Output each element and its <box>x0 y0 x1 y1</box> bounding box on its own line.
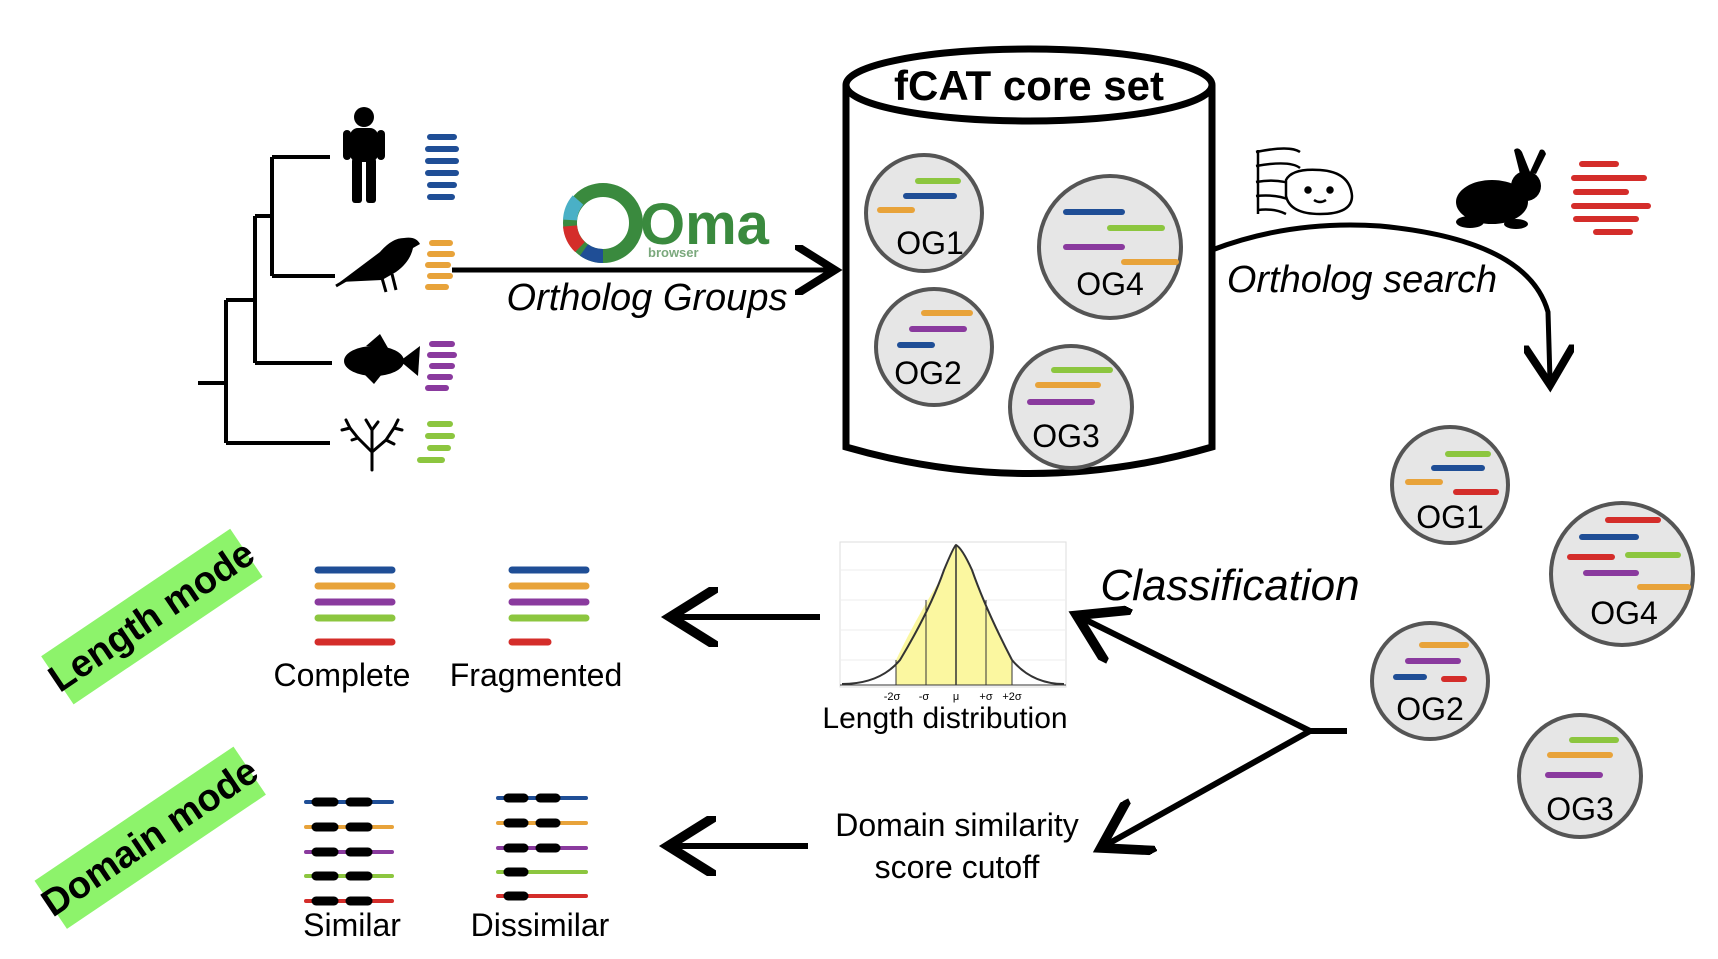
core-og2: OG2 <box>874 287 994 407</box>
fragmented-example <box>508 566 590 646</box>
classification-arrows <box>1082 618 1347 845</box>
fish-icon <box>344 334 420 384</box>
query-og1-label: OG1 <box>1416 499 1484 535</box>
length-mode-badge-text: Length mode <box>41 532 262 700</box>
domain-mode-badge-text: Domain mode <box>34 750 266 925</box>
coral-icon <box>340 418 404 472</box>
core-og3: OG3 <box>1008 344 1134 470</box>
query-og3: OG3 <box>1517 713 1643 839</box>
core-og4: OG4 <box>1037 174 1183 320</box>
tick-plus-sigma: +σ <box>979 691 992 703</box>
tick-minus-sigma: -σ <box>919 691 930 703</box>
rabbit-icon <box>1456 148 1546 229</box>
tick-mu: μ <box>953 691 959 703</box>
query-og1: OG1 <box>1390 425 1510 545</box>
human-icon <box>343 107 385 203</box>
domain-cutoff-label-line1: Domain similarity <box>835 807 1079 843</box>
oma-logo: Oma browser <box>563 183 770 264</box>
tick-plus-2sigma: +2σ <box>1002 691 1022 703</box>
oma-logo-subtext: browser <box>648 245 699 260</box>
tick-minus-2sigma: -2σ <box>884 691 901 703</box>
similar-example <box>304 797 394 906</box>
coral-sequences <box>417 421 455 463</box>
classification-label: Classification <box>1100 561 1359 610</box>
core-og1-label: OG1 <box>896 225 964 261</box>
human-sequences <box>425 134 459 200</box>
core-og3-label: OG3 <box>1032 418 1100 454</box>
query-og4: OG4 <box>1549 501 1695 647</box>
core-set-title: fCAT core set <box>894 62 1164 109</box>
length-mode-badge: Length mode <box>41 528 263 705</box>
ortholog-search-label: Ortholog search <box>1227 259 1497 301</box>
query-sequences <box>1571 161 1651 235</box>
complete-label: Complete <box>274 657 411 693</box>
core-og4-label: OG4 <box>1076 266 1144 302</box>
length-distribution-label: Length distribution <box>822 702 1067 735</box>
fragmented-label: Fragmented <box>450 657 623 693</box>
ortholog-groups-label: Ortholog Groups <box>507 277 788 319</box>
length-distribution-chart: -2σ -σ μ +σ +2σ <box>839 541 1067 703</box>
query-og2-label: OG2 <box>1396 691 1464 727</box>
core-og2-label: OG2 <box>894 355 962 391</box>
query-og3-label: OG3 <box>1546 791 1614 827</box>
oma-logo-text: Oma <box>640 192 770 257</box>
domain-mode-badge: Domain mode <box>34 746 266 929</box>
dissimilar-label: Dissimilar <box>471 907 610 943</box>
bird-sequences <box>425 240 455 290</box>
core-og1: OG1 <box>864 153 984 273</box>
query-og4-label: OG4 <box>1590 595 1658 631</box>
ortholog-search-arrow <box>1211 222 1550 380</box>
query-og2: OG2 <box>1370 621 1490 741</box>
fish-sequences <box>425 341 457 391</box>
domain-cutoff-label-line2: score cutoff <box>875 849 1040 885</box>
similar-label: Similar <box>303 907 401 943</box>
dog-dna-icon <box>1255 147 1354 216</box>
bird-icon <box>335 237 420 293</box>
complete-example <box>314 566 396 646</box>
species-tree <box>198 155 335 445</box>
dissimilar-example <box>496 793 588 901</box>
